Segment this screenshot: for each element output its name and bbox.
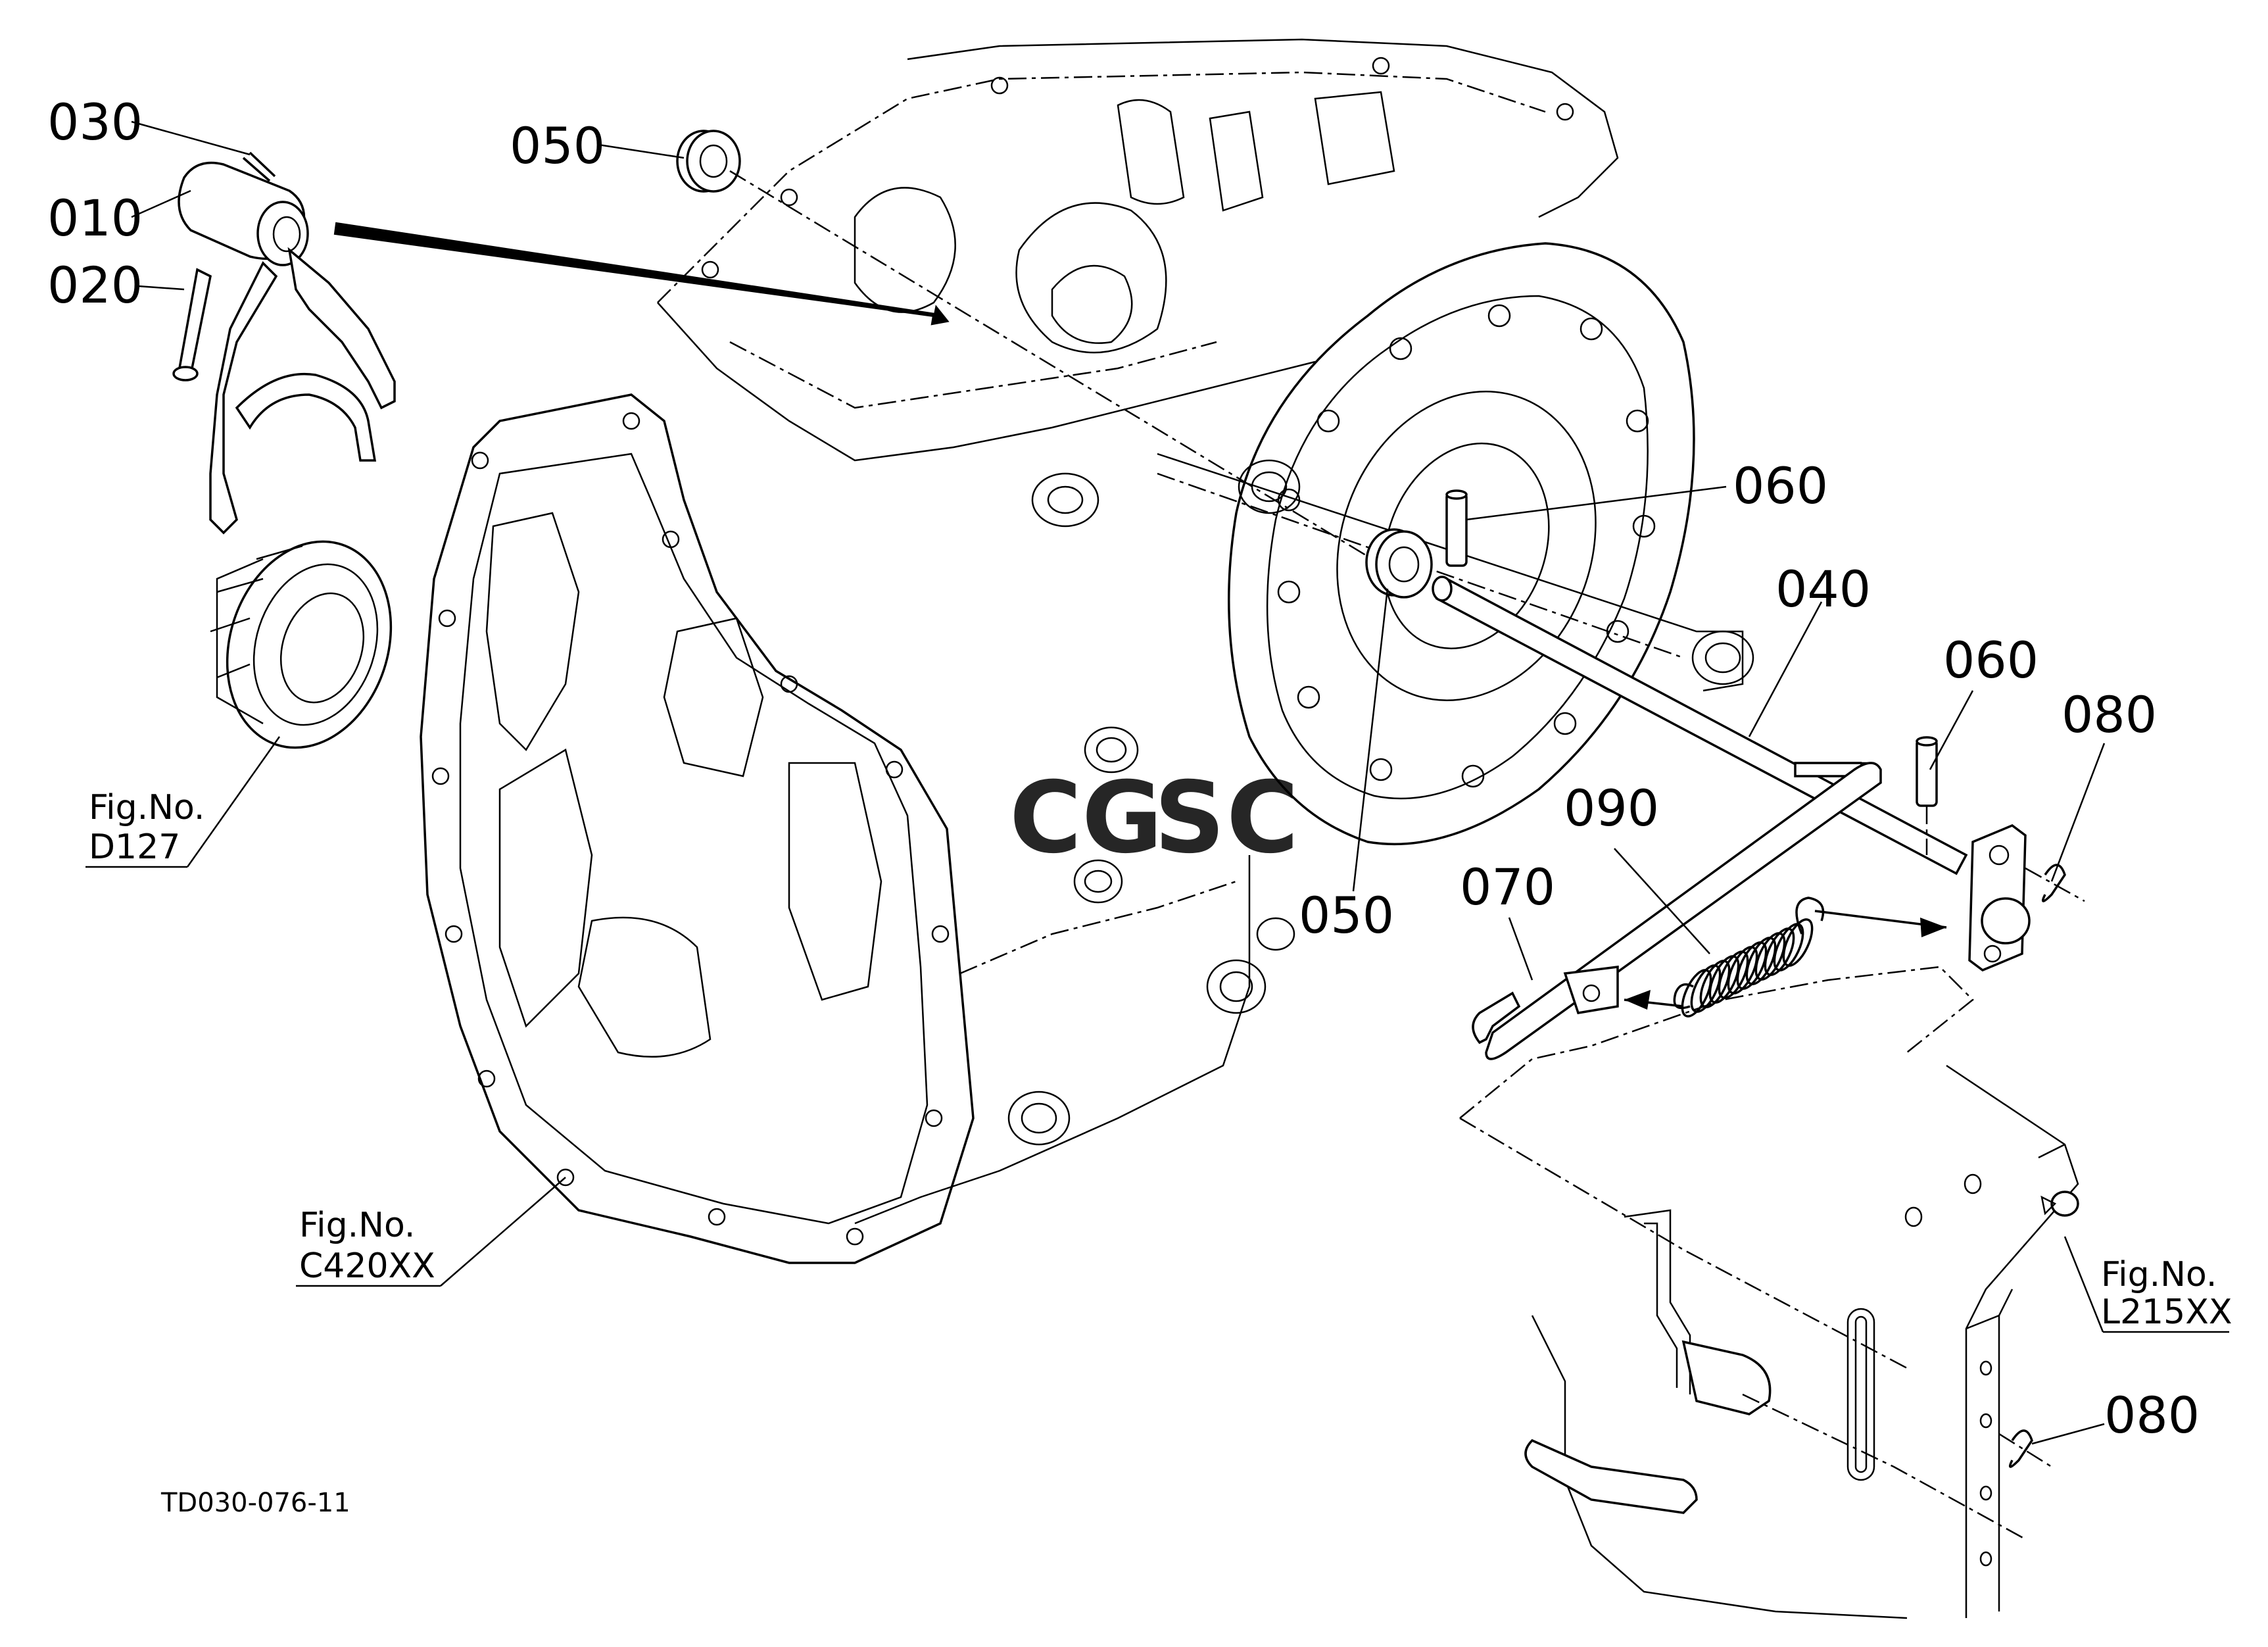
- spring-hook: [1795, 897, 1825, 935]
- callout-060-right: 060: [1943, 631, 2039, 689]
- callout-050-mid: 050: [1299, 886, 1394, 945]
- callout-070: 070: [1460, 858, 1555, 916]
- bearing-050-mid: [1365, 528, 1433, 599]
- bearing-assembly: [210, 540, 393, 749]
- callout-050-top: 050: [510, 116, 605, 175]
- fig-ref-d127-prefix: Fig.No.: [89, 788, 205, 827]
- watermark-letter: G: [1082, 761, 1163, 875]
- fig-ref-l215xx-prefix: Fig.No.: [2101, 1255, 2217, 1294]
- lever-plate: [1968, 824, 2031, 971]
- fig-ref-c420xx-code: C420XX: [299, 1246, 435, 1286]
- watermark-letter: C: [1226, 761, 1299, 875]
- callout-090: 090: [1564, 779, 1659, 837]
- transmission-case: [420, 38, 1754, 1264]
- pedal-bracket: [1459, 966, 2079, 1619]
- callout-020: 020: [47, 256, 143, 314]
- spring-coil: [1718, 950, 1749, 999]
- callout-010: 010: [47, 189, 143, 247]
- callout-040: 040: [1775, 560, 1871, 618]
- spring-coil: [1736, 941, 1768, 990]
- drawing-number: TD030-076-11: [160, 1488, 350, 1518]
- watermark-letter: C: [1009, 761, 1082, 875]
- callout-080-bottom: 080: [2104, 1386, 2200, 1444]
- callout-060-top: 060: [1733, 456, 1828, 515]
- shaft-040: [1432, 576, 1968, 875]
- spring-hook: [1673, 983, 1694, 1010]
- clip-080-top: [2025, 864, 2085, 902]
- case-bolt-holes: [431, 57, 1574, 1246]
- assembly-arrow: [333, 222, 950, 326]
- fig-ref-d127-code: D127: [89, 827, 180, 867]
- pin-060-right: [1916, 736, 1938, 807]
- bearing-050-top: [676, 130, 741, 193]
- fig-ref-c420xx-prefix: Fig.No.: [299, 1206, 415, 1245]
- clip-080-bottom: [1998, 1429, 2052, 1468]
- spring-coil: [1727, 946, 1758, 995]
- spring-coil: [1782, 918, 1814, 967]
- callout-labels: 030 010 020 050 050 060 040 060 080 090 …: [47, 93, 2200, 1444]
- rod-070: [1472, 762, 1882, 1060]
- spring-coil: [1764, 927, 1795, 976]
- case-bosses: [1007, 459, 1754, 1146]
- spring-coil: [1754, 932, 1786, 981]
- leader-lines: [85, 120, 2229, 1445]
- spring-090: [1673, 897, 1825, 1018]
- fig-ref-l215xx-code: L215XX: [2101, 1292, 2232, 1332]
- callout-080-top: 080: [2062, 685, 2157, 744]
- pin-060-top: [1445, 489, 1468, 567]
- callout-030: 030: [47, 93, 143, 151]
- spring-coil: [1708, 955, 1740, 1004]
- watermark-letter: S: [1154, 761, 1225, 875]
- spring-coil: [1745, 937, 1777, 985]
- shift-fork: [172, 151, 396, 535]
- spring-coil: [1690, 964, 1722, 1013]
- figure-references: Fig.No. D127 Fig.No. C420XX Fig.No. L215…: [89, 788, 2232, 1332]
- spring-coil: [1681, 969, 1712, 1018]
